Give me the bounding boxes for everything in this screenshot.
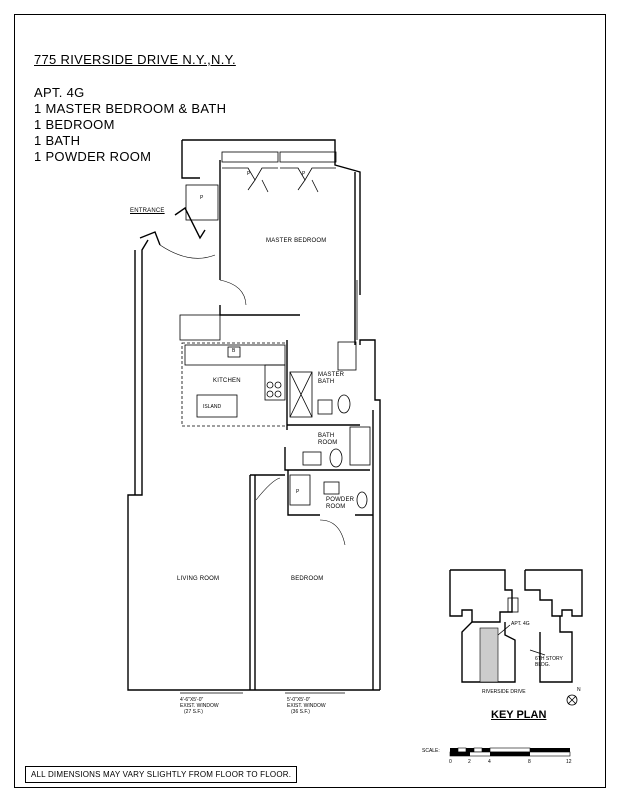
scale-label: SCALE: [422,748,440,754]
label-bath-1: BATH [318,433,335,439]
closet-mark-3: P [200,195,204,201]
key-plan-title: KEY PLAN [491,709,547,721]
label-entrance: ENTRANCE [130,208,165,214]
bath [284,426,371,471]
label-bedroom: BEDROOM [291,576,324,582]
closet-mark-1: P [247,171,251,177]
label-living-room: LIVING ROOM [177,576,220,582]
room-summary-1: 1 MASTER BEDROOM & BATH [34,101,227,116]
room-summary-2: 1 BEDROOM [34,117,115,132]
label-powder-1: POWDER [326,497,355,503]
label-kitchen: KITCHEN [213,378,241,384]
scale-tick-12: 12 [566,759,572,765]
window-left-type: EXIST. WINDOW [180,703,219,709]
north-arrow-label: N [577,687,581,693]
closet-mark-4: P [296,489,300,495]
scale-tick-0: 0 [449,759,452,765]
room-summary-4: 1 POWDER ROOM [34,149,152,164]
window-right-type: EXIST. WINDOW [287,703,326,709]
label-bath-2: ROOM [318,440,338,446]
label-master-bedroom: MASTER BEDROOM [266,238,327,244]
powder-room [287,470,373,516]
label-master-bath-2: BATH [318,379,335,385]
apt-number: APT. 4G [34,85,85,100]
scale-tick-4: 4 [488,759,491,765]
master-closets [185,151,337,221]
key-plan-story-1: 6TH STORY [535,656,563,662]
bedroom-walls [249,474,285,690]
label-powder-2: ROOM [326,504,346,510]
closet-mark-2: P [302,171,306,177]
kitchen-mark: B [232,348,236,354]
master-bath [287,341,360,426]
window-right-size: 5'-0"X5'-0" [287,697,311,703]
window-right-area: (36 S.F.) [291,709,310,715]
label-island: ISLAND [203,404,222,410]
key-plan-street: RIVERSIDE DRIVE [482,689,526,695]
address-title: 775 RIVERSIDE DRIVE N.Y.,N.Y. [34,52,236,67]
key-plan-apt-label: APT. 4G [511,621,530,627]
dimension-disclaimer: ALL DIMENSIONS MAY VARY SLIGHTLY FROM FL… [25,766,298,783]
room-summary-3: 1 BATH [34,133,81,148]
scale-tick-8: 8 [528,759,531,765]
drawing-frame [14,14,606,788]
window-left-size: 4'-6"X5'-0" [180,697,204,703]
label-master-bath-1: MASTER [318,372,345,378]
scale-tick-2: 2 [468,759,471,765]
key-plan-story-2: BLDG. [535,662,551,668]
window-left-area: (27 S.F.) [184,709,203,715]
kitchen-area [179,314,288,430]
